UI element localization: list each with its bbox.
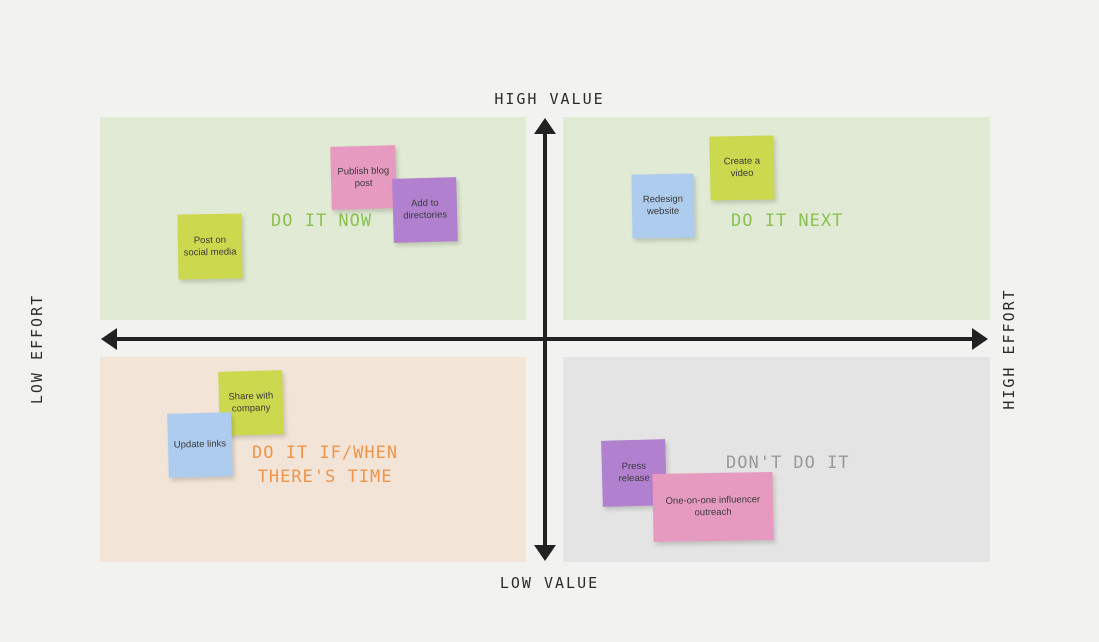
axis-label-low-effort: LOW EFFORT (28, 293, 46, 405)
arrow-down-icon (534, 545, 556, 561)
sticky-note-label: Publish blog post (337, 164, 390, 189)
sticky-note[interactable]: Add to directories (392, 177, 458, 243)
sticky-note-label: Add to directories (403, 197, 448, 222)
vertical-axis-line (543, 128, 547, 553)
sticky-note-label: Create a video (723, 155, 761, 180)
sticky-note-label: Update links (173, 438, 227, 451)
arrow-up-icon (534, 118, 556, 134)
sticky-note[interactable]: Create a video (709, 135, 775, 201)
sticky-note-label: Share with company (228, 390, 274, 415)
axis-label-low-value: LOW VALUE (499, 574, 600, 592)
axis-label-high-effort: HIGH EFFORT (1000, 288, 1018, 410)
quadrant-top-left[interactable] (100, 117, 526, 320)
quadrant-bottom-left[interactable] (100, 357, 526, 562)
axis-label-high-value: HIGH VALUE (494, 90, 605, 108)
sticky-note-label: Redesign website (642, 193, 684, 218)
sticky-note[interactable]: Post on social media (177, 213, 243, 280)
arrow-right-icon (972, 328, 988, 350)
sticky-note[interactable]: Update links (167, 412, 233, 478)
sticky-note-label: One-on-one influencer outreach (665, 494, 761, 519)
sticky-note[interactable]: Redesign website (631, 173, 695, 239)
arrow-left-icon (101, 328, 117, 350)
sticky-note[interactable]: One-on-one influencer outreach (652, 471, 774, 543)
quadrant-top-right[interactable] (563, 117, 990, 320)
sticky-note-label: Post on social media (183, 234, 237, 258)
sticky-note[interactable]: Publish blog post (330, 145, 397, 210)
